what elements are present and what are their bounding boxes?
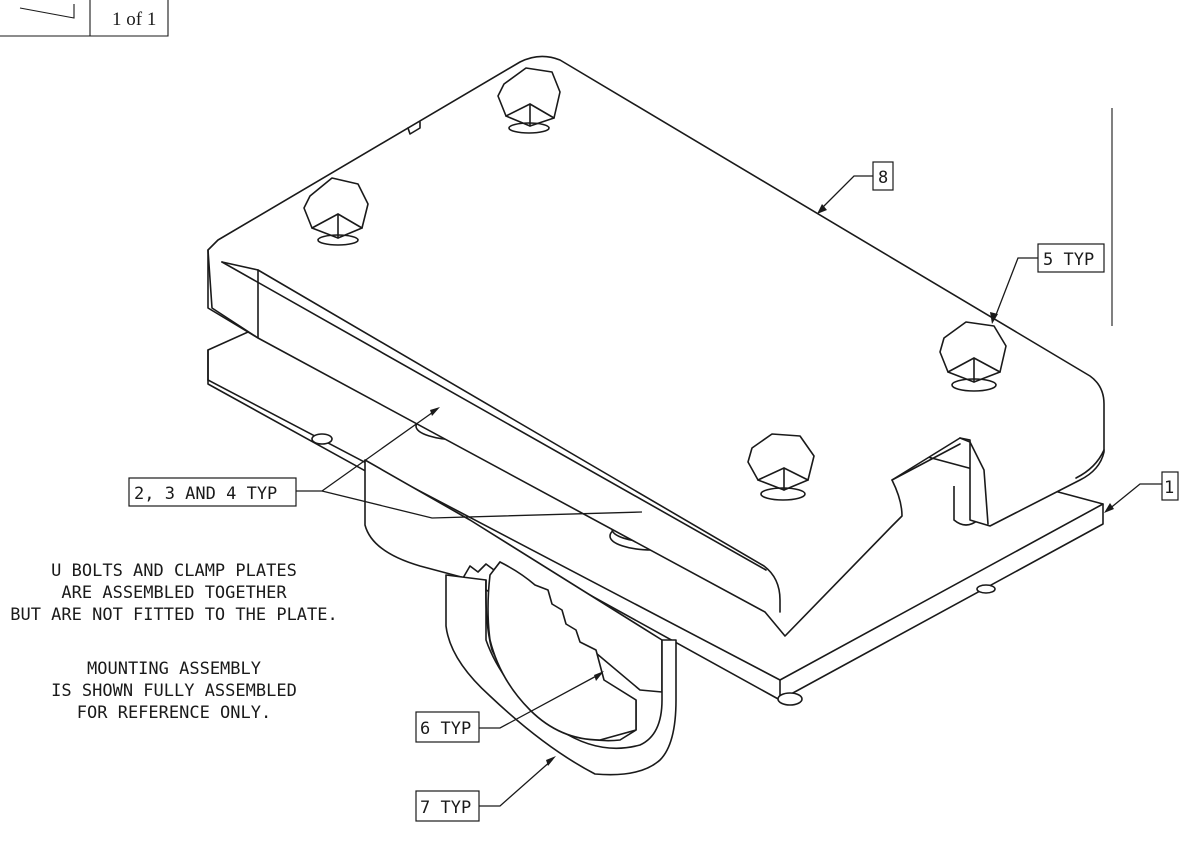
hex-nut <box>939 321 1007 392</box>
note1-line1: U BOLTS AND CLAMP PLATES <box>51 561 297 581</box>
hex-nut <box>303 177 369 246</box>
callout-item-7: 7 TYP <box>415 756 556 822</box>
nut-under <box>976 584 996 594</box>
note-reference: MOUNTING ASSEMBLY IS SHOWN FULLY ASSEMBL… <box>51 659 297 723</box>
hex-nut <box>497 67 561 134</box>
jaw-pad <box>487 561 637 741</box>
top-channel <box>207 55 1105 637</box>
note2-line2: IS SHOWN FULLY ASSEMBLED <box>51 681 297 701</box>
nut-under <box>311 433 333 445</box>
title-block: 1 of 1 <box>0 0 169 37</box>
note2-line3: FOR REFERENCE ONLY. <box>77 703 271 723</box>
callout-item-8: 8 <box>817 161 894 214</box>
callout-5-label: 5 TYP <box>1043 250 1094 270</box>
callout-item-5: 5 TYP <box>990 243 1105 324</box>
callout-234-label: 2, 3 AND 4 TYP <box>134 484 277 504</box>
note1-line3: BUT ARE NOT FITTED TO THE PLATE. <box>10 605 338 625</box>
callout-7-label: 7 TYP <box>420 798 471 818</box>
callout-6-label: 6 TYP <box>420 719 471 739</box>
note-assembly: U BOLTS AND CLAMP PLATES ARE ASSEMBLED T… <box>10 561 338 625</box>
callout-item-2-3-4: 2, 3 AND 4 TYP <box>128 407 643 519</box>
note1-line2: ARE ASSEMBLED TOGETHER <box>61 583 287 603</box>
nut-under <box>777 692 803 706</box>
note2-line1: MOUNTING ASSEMBLY <box>87 659 261 679</box>
callout-item-6: 6 TYP <box>415 671 604 743</box>
callout-8-label: 8 <box>878 168 888 188</box>
callout-item-1: 1 <box>1104 471 1179 513</box>
sheet-number: 1 of 1 <box>112 9 156 30</box>
hex-nut <box>747 433 815 501</box>
callout-1-label: 1 <box>1164 478 1174 498</box>
